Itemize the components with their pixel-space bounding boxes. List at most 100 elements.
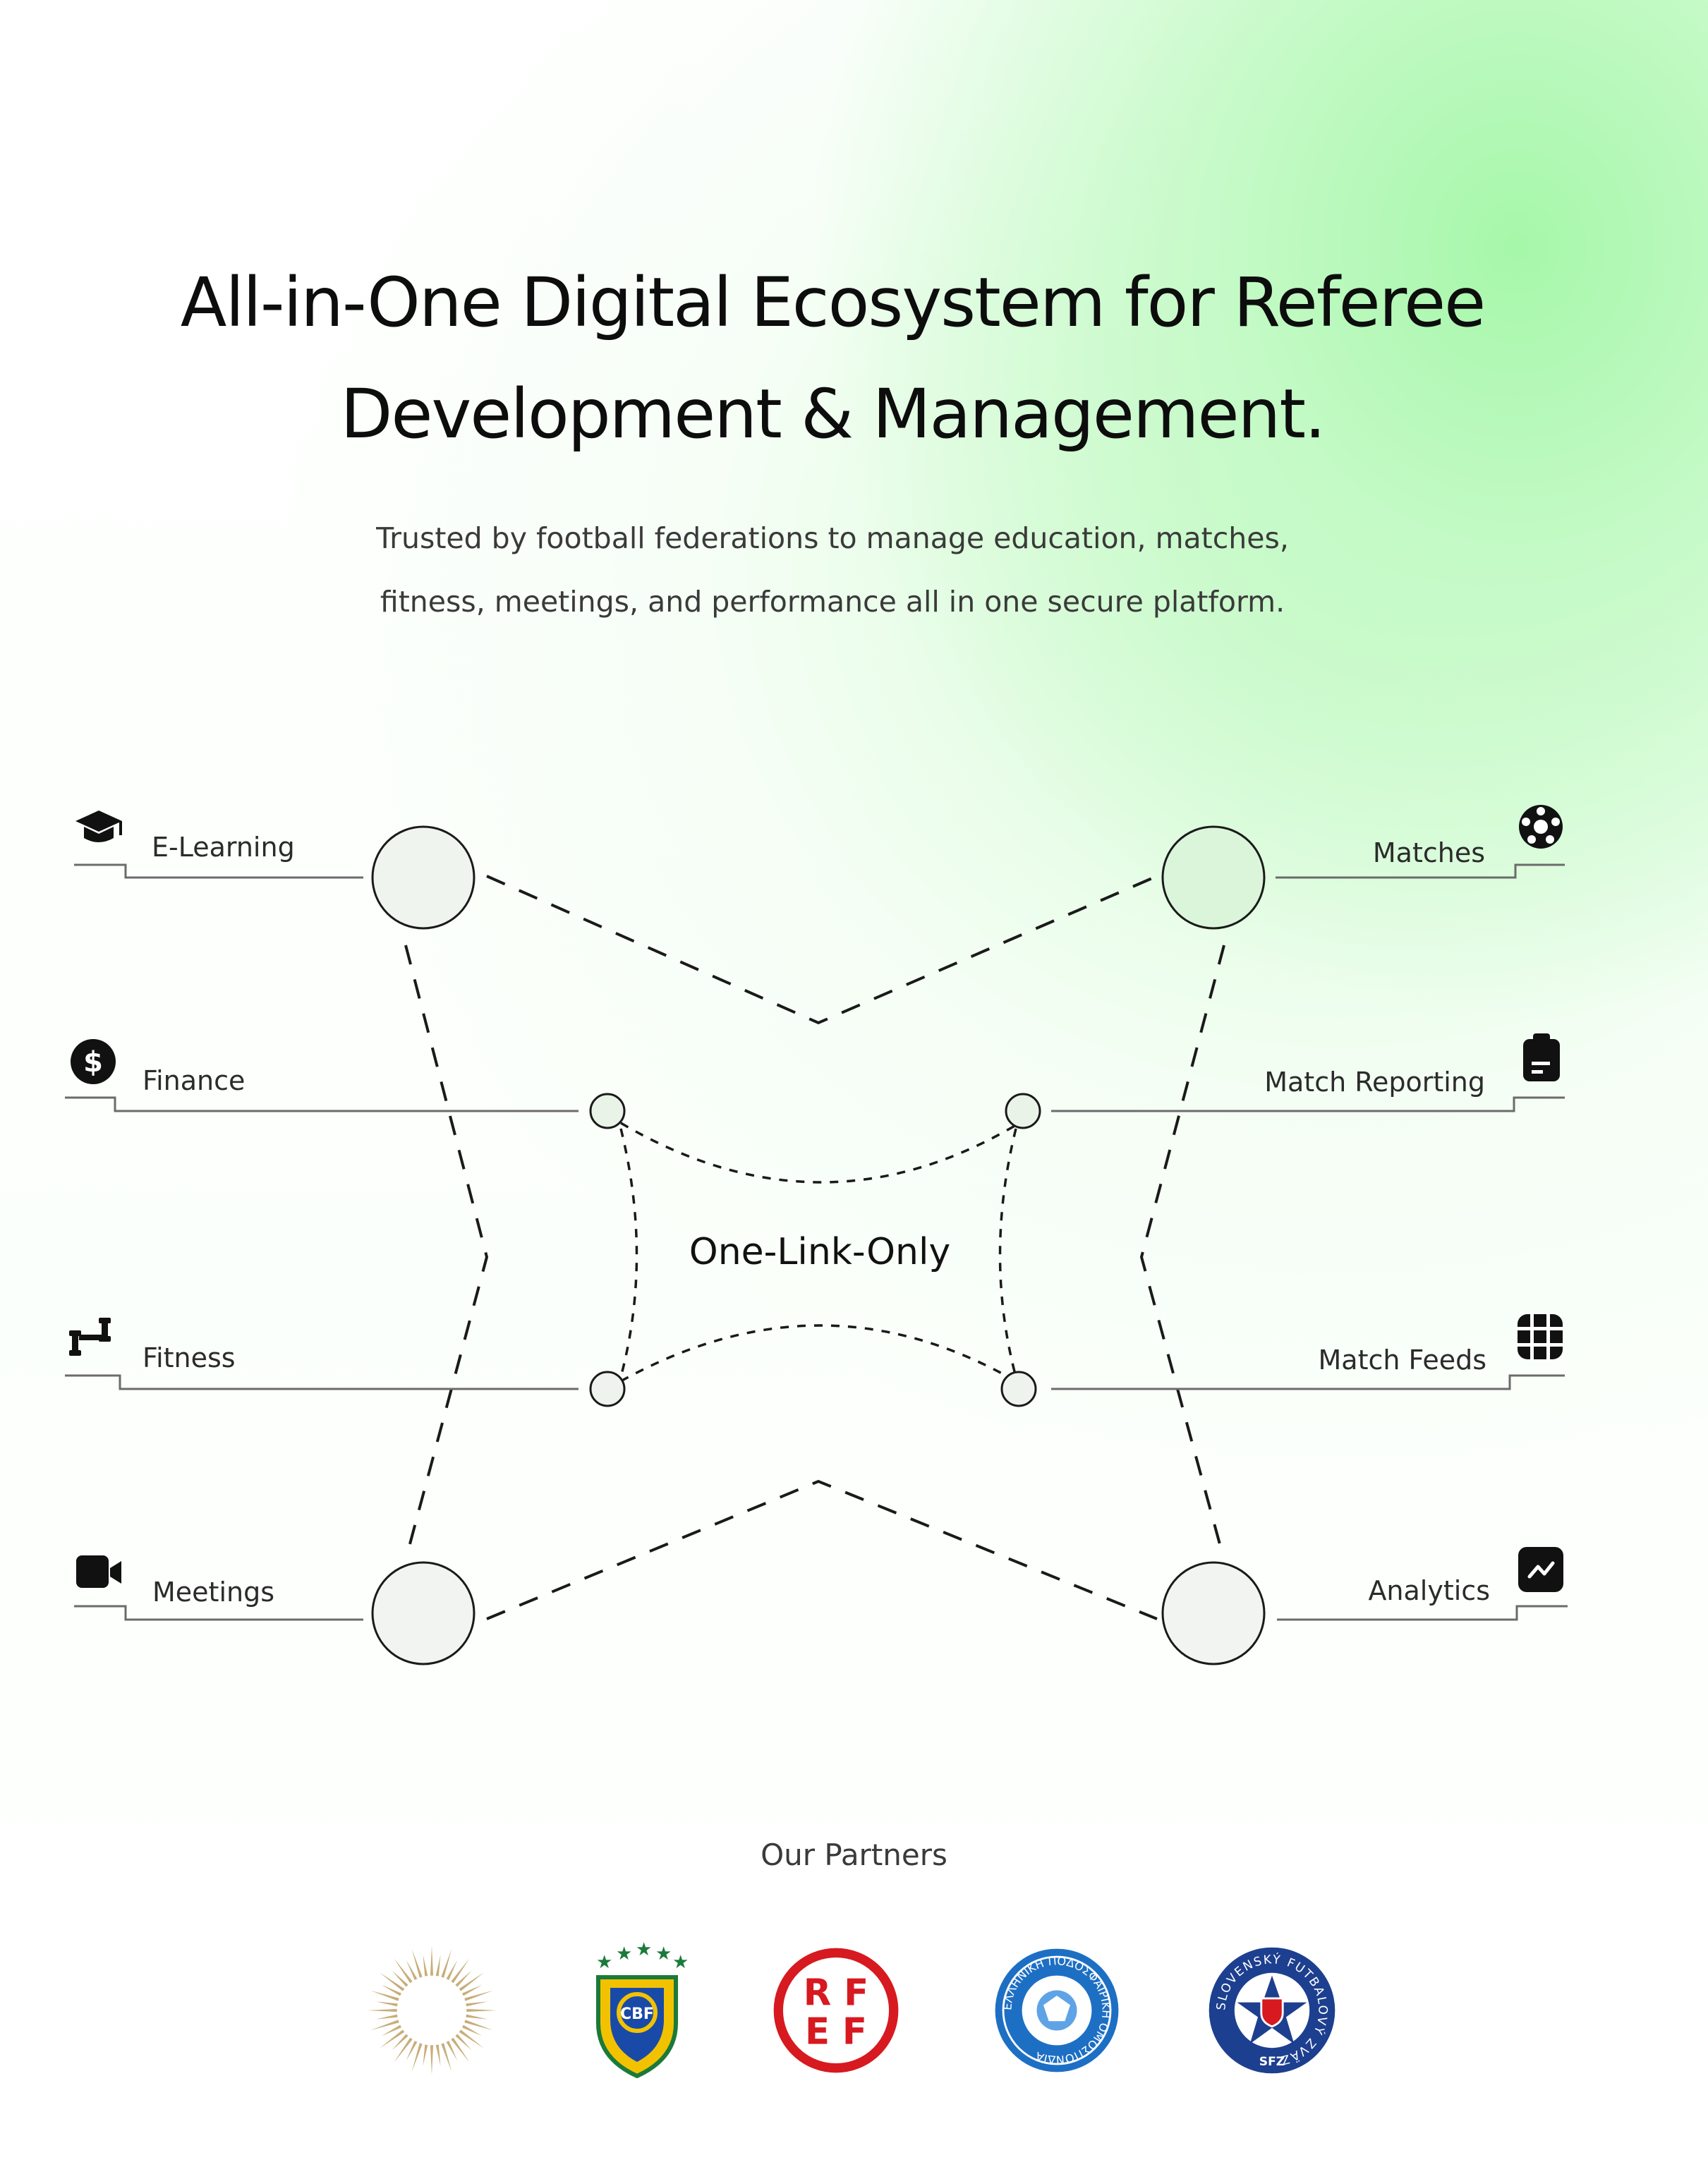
sunburst-ray: [435, 2043, 441, 2066]
sunburst-ray: [450, 2037, 470, 2063]
sunburst-ray: [394, 2037, 413, 2063]
sunburst-ray: [430, 2044, 434, 2075]
sunburst-ray: [423, 2043, 428, 2066]
sunburst-ray: [394, 1958, 413, 1984]
svg-text:★: ★: [655, 1943, 672, 1965]
hero-title: All-in-One Digital Ecosystem for Referee…: [0, 247, 1665, 470]
trend-chart-icon: [1518, 1547, 1563, 1592]
sunburst-ray: [406, 2039, 418, 2061]
hub-nodes: [371, 825, 1266, 1665]
connector-match-reporting: [1051, 1096, 1565, 1112]
svg-text:★: ★: [672, 1952, 689, 1973]
sunburst-ray: [370, 2019, 401, 2031]
sunburst-ray: [370, 1990, 401, 2002]
connector-meetings: [74, 1605, 363, 1621]
graduation-cap-icon: [75, 811, 122, 842]
small-nodes: [589, 1093, 1041, 1407]
svg-text:★: ★: [616, 1943, 632, 1965]
sunburst-ray: [411, 1949, 423, 1979]
label-match-reporting: Match Reporting: [1264, 1067, 1485, 1098]
sunburst-ray: [392, 2033, 409, 2051]
connection-top: [486, 875, 1158, 1025]
sunburst-ray: [445, 1960, 458, 1981]
sunburst-ray: [381, 2024, 403, 2037]
sunburst-ray: [464, 2014, 487, 2020]
sunburst-ray: [465, 2008, 497, 2013]
inner-connections: [619, 1122, 1020, 1383]
cbf-text: CBF: [620, 2005, 654, 2023]
outer-connections: [404, 875, 1225, 1620]
rfef-logo: R F E F: [773, 1948, 899, 2073]
inner-connection-top: [620, 1122, 1020, 1184]
connector-match-feeds: [1051, 1374, 1565, 1390]
sunburst-ray: [381, 1984, 403, 1997]
cbf-logo: ★ ★ ★ ★ ★ CBF: [596, 1939, 689, 2079]
hero-subtitle-line1: Trusted by football federations to manag…: [376, 521, 1289, 555]
node-match-feeds: [1000, 1371, 1037, 1407]
sunburst-ray: [464, 2001, 487, 2007]
greek-federation-logo: ΕΛΛΗΝΙΚΗ ΠΟΔΟΣΦΑΙΡΙΚΗ ΟΜΟΣΠΟΝΔΙΑ: [995, 1948, 1119, 2072]
svg-text:★: ★: [596, 1952, 612, 1973]
sunburst-ray: [461, 2024, 483, 2037]
label-connectors: [65, 863, 1568, 1621]
label-matches: Matches: [1373, 837, 1485, 868]
partners-title: Our Partners: [761, 1838, 947, 1872]
node-elearning: [371, 825, 476, 930]
sunburst-ray: [450, 1958, 470, 1984]
sunburst-ray: [406, 1960, 418, 1981]
sunburst-ray: [380, 1972, 406, 1992]
connector-fitness: [65, 1374, 579, 1390]
sunburst-ray: [435, 1955, 441, 1978]
dumbbell-icon: [69, 1318, 111, 1356]
grid-feed-icon: [1516, 1313, 1564, 1361]
ecosystem-diagram: One-Link-Only E-Learning Finance Fitness…: [65, 805, 1568, 1665]
hero-title-line1: All-in-One Digital Ecosystem for Referee: [180, 263, 1486, 342]
label-elearning: E-Learning: [152, 832, 295, 863]
inner-connection-left: [619, 1128, 638, 1378]
sunburst-ray: [463, 2019, 493, 2031]
node-match-reporting: [1005, 1093, 1041, 1129]
hero-subtitle: Trusted by football federations to manag…: [0, 506, 1665, 633]
rfef-text-line1: R F: [804, 1972, 868, 2014]
sunburst-ray: [411, 2041, 423, 2072]
sunburst-ray: [423, 1955, 428, 1978]
sunburst-ray: [380, 2029, 406, 2048]
sunburst-ray: [440, 2041, 452, 2072]
svg-text:$: $: [83, 1046, 103, 1079]
connector-matches: [1276, 863, 1565, 879]
svg-text:★: ★: [636, 1939, 652, 1960]
label-meetings: Meetings: [152, 1577, 274, 1608]
center-label: One-Link-Only: [689, 1231, 950, 1273]
hero-subtitle-line2: fitness, meetings, and performance all i…: [380, 585, 1285, 619]
connector-analytics: [1277, 1605, 1568, 1621]
inner-connection-right: [998, 1128, 1017, 1378]
connection-bottom: [486, 1479, 1158, 1620]
sunburst-ray: [376, 2001, 399, 2007]
sunburst-ray: [463, 1990, 493, 2002]
sunburst-ray: [392, 1970, 409, 1988]
connection-left: [404, 945, 489, 1553]
node-fitness: [589, 1371, 626, 1407]
sunburst-ray: [454, 1970, 472, 1988]
sunburst-ray: [445, 2039, 458, 2061]
connector-finance: [65, 1096, 579, 1112]
node-matches: [1161, 825, 1266, 930]
sunburst-ray: [440, 1949, 452, 1979]
sunburst-ray: [430, 1946, 434, 1977]
connection-right: [1139, 945, 1225, 1553]
sfz-logo: SLOVENSKÝ FUTBALOVÝ ZVÄZ SFZ: [1209, 1947, 1335, 2074]
sunburst-ray: [376, 2014, 399, 2020]
node-finance: [589, 1093, 626, 1129]
hero-title-line2: Development & Management.: [340, 375, 1326, 454]
sunburst-ray: [458, 1972, 484, 1992]
video-camera-icon: [76, 1555, 121, 1588]
label-match-feeds: Match Feeds: [1319, 1344, 1486, 1376]
cbf-stars: ★ ★ ★ ★ ★: [596, 1939, 689, 1973]
label-fitness: Fitness: [143, 1342, 236, 1373]
node-meetings: [371, 1561, 476, 1665]
soccer-ball-icon: [1519, 805, 1563, 849]
connector-elearning: [74, 863, 363, 879]
rfef-text-line2: E F: [805, 2011, 867, 2053]
node-analytics: [1161, 1561, 1266, 1665]
sunburst-ray: [367, 2008, 399, 2013]
